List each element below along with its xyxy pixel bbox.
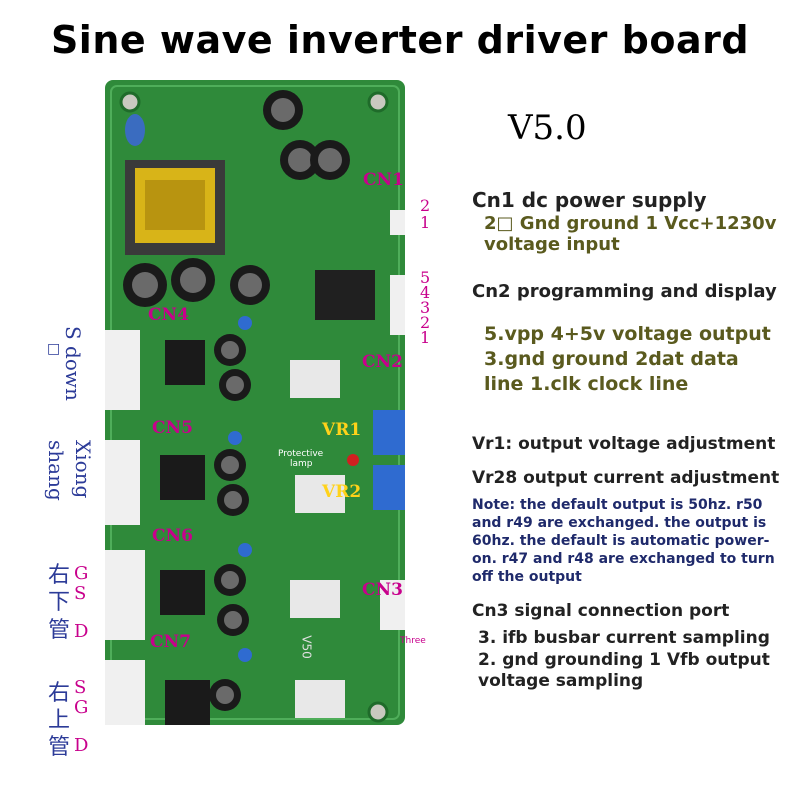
cn3-label: CN3 xyxy=(362,580,403,600)
s-down-label: S down xyxy=(61,326,85,401)
cn6-char-1: 右 xyxy=(48,563,71,588)
vr28-desc: Vr28 output current adjustment xyxy=(472,468,780,488)
cn1-label: CN1 xyxy=(363,170,404,190)
cn7-char-1: 右 xyxy=(48,681,71,706)
v50-silkscreen: V50 xyxy=(299,635,314,659)
cn6-label: CN6 xyxy=(152,526,193,546)
box-char: □ xyxy=(47,341,61,357)
cn2-label: CN2 xyxy=(362,352,403,372)
vr2-label: VR2 xyxy=(322,482,362,502)
note-text: Note: the default output is 50hz. r50 an… xyxy=(472,497,775,585)
cn1-desc-line2: voltage input xyxy=(484,234,620,255)
cn3-heading: Cn3 signal connection port xyxy=(472,601,730,621)
cn7-pin-d: D xyxy=(74,735,89,756)
version-label: V5.0 xyxy=(508,108,587,148)
cn7-label: CN7 xyxy=(150,632,191,652)
vr1-desc: Vr1: output voltage adjustment xyxy=(472,434,776,454)
cn7-pin-s: S xyxy=(74,677,87,698)
page-title: Sine wave inverter driver board xyxy=(50,18,750,62)
shang-label: shang xyxy=(44,440,68,501)
cn3-desc-line3: voltage sampling xyxy=(478,671,644,691)
cn2-heading: Cn2 programming and display xyxy=(472,281,777,302)
cn5-label: CN5 xyxy=(152,418,193,438)
cn2-pin-2: 2 xyxy=(420,313,431,332)
cn3-desc-line1: 3. ifb busbar current sampling xyxy=(478,628,770,648)
cn4-label: CN4 xyxy=(148,305,189,325)
cn6-pin-g: G xyxy=(74,563,89,584)
xiong-label: Xiong xyxy=(71,440,95,499)
cn2-desc-line3: line 1.clk clock line xyxy=(484,373,689,395)
cn6-char-2: 下 xyxy=(48,590,71,615)
three-label: Three xyxy=(400,636,426,646)
cn6-char-3: 管 xyxy=(48,618,71,643)
cn2-desc-line1: 5.vpp 4+5v voltage output xyxy=(484,323,771,345)
cn2-pin-4: 4 xyxy=(420,283,431,302)
cn6-pin-s: S xyxy=(74,583,87,604)
cn3-desc-line2: 2. gnd grounding 1 Vfb output xyxy=(478,650,770,670)
cn6-pin-d: D xyxy=(74,621,89,642)
driver-board-photo xyxy=(105,80,405,725)
cn7-pin-g: G xyxy=(74,697,89,718)
cn1-pin-1: 1 xyxy=(420,213,431,232)
cn1-pin-2: 2 xyxy=(420,196,431,215)
cn2-pin-3: 3 xyxy=(420,298,431,317)
cn2-desc-line2: 3.gnd ground 2dat data xyxy=(484,348,739,370)
cn2-pin-5: 5 xyxy=(420,268,431,287)
vr1-label: VR1 xyxy=(322,420,362,440)
cn1-desc-line1: 2□ Gnd ground 1 Vcc+1230v xyxy=(484,213,777,234)
cn7-char-3: 管 xyxy=(48,735,71,760)
cn7-char-2: 上 xyxy=(48,708,71,733)
cn1-heading: Cn1 dc power supply xyxy=(472,188,707,212)
cn2-pin-1: 1 xyxy=(420,328,431,347)
